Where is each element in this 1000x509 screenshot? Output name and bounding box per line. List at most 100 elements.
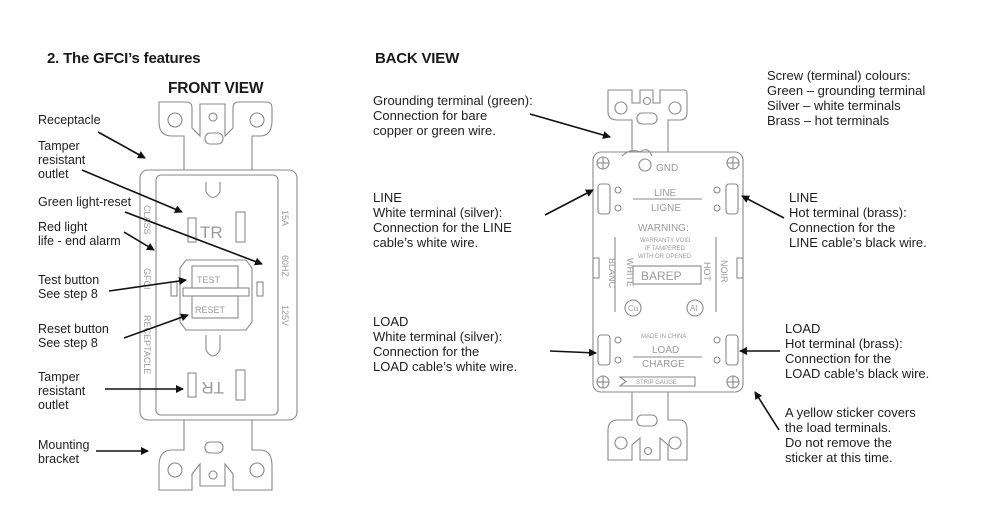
front-housing [139, 169, 298, 421]
label-line: Connection for the [785, 351, 892, 366]
hot-label: HOT [702, 262, 712, 282]
label-line: Tamper [38, 370, 80, 384]
label-test-button: Test button See step 8 [38, 273, 99, 301]
label-line: bracket [38, 452, 79, 466]
label-line: Do not remove the [785, 435, 892, 450]
label-line: Test button [38, 273, 100, 287]
charge-label: CHARGE [642, 359, 685, 370]
front-device-texts: TR TEST RESET TR 15A 60HZ 125V CLASS GFC… [142, 205, 290, 397]
label-line: A yellow sticker covers [785, 405, 916, 420]
front-arrows [81, 131, 263, 455]
arrow-line-hot [741, 195, 785, 219]
load-label: LOAD [652, 345, 679, 356]
label-load-hot-terminal: LOAD Hot terminal (brass): Connection fo… [785, 321, 929, 381]
rating-amps: 15A [280, 210, 290, 226]
label-line: See step 8 [38, 287, 98, 301]
load-white-terminal [597, 334, 611, 366]
back-view-device [592, 89, 744, 461]
label-line: the load terminals. [785, 420, 892, 435]
arrow-grounding [529, 113, 611, 139]
label-line: Green – grounding terminal [767, 83, 926, 98]
label-line-white-terminal: LINE White terminal (silver): Connection… [373, 190, 512, 250]
ground-screw [638, 158, 652, 172]
white-label: WHITE [625, 258, 635, 287]
strip-gauge [618, 376, 696, 387]
front-view-heading: FRONT VIEW [168, 80, 264, 97]
arrow-test-button [108, 277, 187, 292]
rating-volts: 125V [280, 305, 290, 326]
side-text-gfci: GFCI [142, 268, 152, 290]
al-symbol [686, 299, 704, 317]
al-label: Al [690, 304, 697, 313]
warranty-line-2: IF TAMPERED [645, 246, 685, 252]
label-line: cable’s white wire. [373, 235, 479, 250]
line-label: LINE [654, 188, 677, 199]
tr-marking-top: TR [200, 223, 223, 242]
label-line: resistant [38, 384, 86, 398]
label-line: LINE cable’s black wire. [789, 235, 927, 250]
back-view-heading: BACK VIEW [375, 50, 460, 67]
ligne-label: LIGNE [651, 203, 681, 214]
back-bottom-bracket [607, 392, 688, 461]
label-line: sticker at this time. [785, 450, 893, 465]
label-line: copper or green wire. [373, 123, 496, 138]
label-line: Tamper [38, 139, 80, 153]
label-tamper-resistant-top: Tamper resistant outlet [38, 139, 85, 181]
label-mounting-bracket: Mounting bracket [38, 438, 89, 466]
arrow-red-light [123, 231, 155, 251]
arrow-receptacle [97, 131, 146, 159]
label-green-light-reset: Green light-reset [38, 195, 131, 209]
label-yellow-sticker: A yellow sticker covers the load termina… [785, 405, 916, 465]
label-line: LOAD [373, 314, 409, 329]
label-tamper-resistant-bottom: Tamper resistant outlet [38, 370, 85, 412]
noir-label: NOIR [719, 260, 729, 283]
label-line: See step 8 [38, 336, 98, 350]
label-line: LOAD [785, 321, 821, 336]
warning-label: WARNING: [638, 223, 689, 234]
label-line: White terminal (silver): [373, 329, 503, 344]
label-line: Reset button [38, 322, 109, 336]
top-mounting-bracket [158, 101, 273, 171]
label-line: Connection for the LINE [373, 220, 512, 235]
line-hot-terminal [725, 183, 739, 215]
label-receptacle: Receptacle [38, 113, 101, 127]
side-text-receptacle: RECEPTACLE [142, 315, 152, 374]
section-title: 2. The GFCI’s features [47, 50, 201, 67]
red-light-indicator [256, 281, 264, 297]
arrow-line-white [544, 189, 594, 216]
barep-box [632, 265, 702, 285]
arrow-reset-button [123, 313, 189, 339]
label-line: Connection for bare [373, 108, 488, 123]
label-line: Mounting [38, 438, 90, 452]
bottom-mounting-bracket [158, 420, 273, 491]
label-line: LOAD cable’s black wire. [785, 366, 930, 381]
warranty-line-1: WARRANTY VOID [640, 238, 691, 244]
label-line: LOAD cable’s white wire. [373, 359, 518, 374]
label-line: Connection for the [789, 220, 896, 235]
arrow-tamper-top [81, 169, 183, 213]
front-view-device [139, 101, 298, 491]
label-line: Screw (terminal) colours: [767, 68, 911, 83]
back-device-texts: GND LINE LIGNE WARNING: WARRANTY VOID IF… [607, 163, 729, 386]
test-label: TEST [197, 275, 221, 285]
load-hot-terminal [725, 334, 739, 366]
line-white-terminal [597, 183, 611, 215]
arrow-sticker [754, 391, 780, 431]
arrow-green-light [124, 211, 263, 266]
label-line: White terminal (silver): [373, 205, 503, 220]
label-line: Hot terminal (brass): [785, 336, 903, 351]
rating-hz: 60HZ [280, 255, 290, 278]
gnd-label: GND [656, 163, 678, 174]
label-load-white-terminal: LOAD White terminal (silver): Connection… [373, 314, 517, 374]
tr-marking-bottom: TR [201, 378, 224, 397]
label-line: Brass – hot terminals [767, 113, 890, 128]
label-line: life - end alarm [38, 234, 121, 248]
label-red-light: Red light life - end alarm [38, 220, 121, 248]
reset-label: RESET [195, 305, 226, 315]
label-line-hot-terminal: LINE Hot terminal (brass): Connection fo… [789, 190, 927, 250]
label-line: Connection for the [373, 344, 480, 359]
blanc-label: BLANC [607, 258, 617, 289]
label-line: Grounding terminal (green): [373, 93, 533, 108]
label-line: resistant [38, 153, 86, 167]
